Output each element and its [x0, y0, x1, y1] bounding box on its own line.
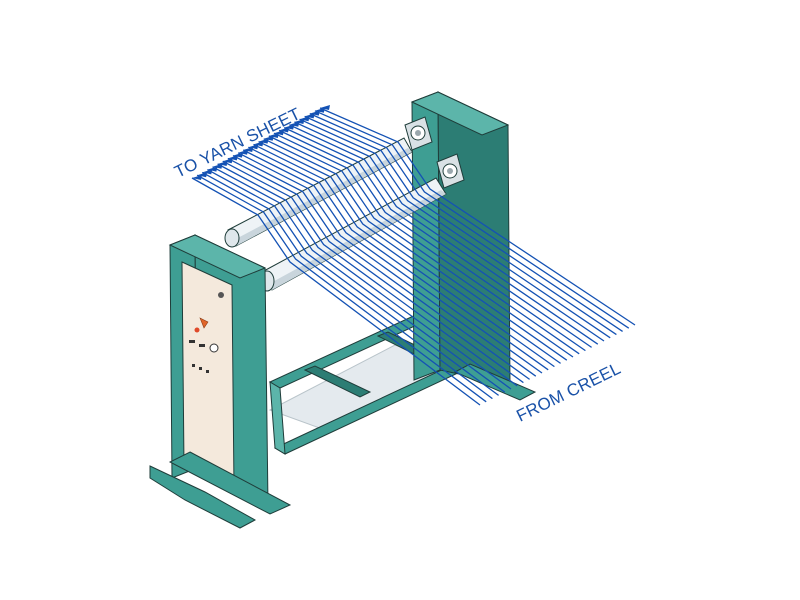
yarn-end	[268, 135, 574, 358]
panel-button-3	[206, 370, 209, 373]
panel-switch-1	[189, 340, 195, 343]
yarn-end	[283, 127, 592, 348]
yarn-ends	[191, 105, 636, 406]
right-upright-top	[410, 91, 510, 136]
yarn-end	[196, 174, 487, 403]
yarn-end	[309, 113, 623, 332]
panel-button-2	[199, 367, 202, 370]
selector-knob-icon	[209, 343, 219, 353]
left-upright	[149, 234, 292, 529]
panel-switch-2	[199, 344, 205, 347]
panel-screw-top	[218, 292, 224, 298]
yarn-end	[258, 141, 561, 364]
base-crossbar-1	[303, 365, 372, 398]
left-upright-top	[168, 234, 267, 279]
yarn-end	[207, 169, 499, 396]
yarn-end	[201, 171, 493, 400]
left-upright-foot-plate	[168, 451, 292, 515]
yarn-end	[263, 138, 568, 361]
base-rail-side	[269, 381, 286, 455]
yarn-end	[253, 143, 555, 368]
yarn-end	[222, 160, 518, 387]
yarn-end	[289, 124, 599, 345]
warning-icon	[199, 317, 209, 329]
indicator-lamp-icon	[194, 327, 200, 333]
yarn-end	[294, 121, 605, 342]
yarn-end	[217, 163, 512, 390]
yarn-end	[314, 110, 630, 329]
yarn-end	[248, 146, 549, 371]
right-upright-foot	[453, 363, 537, 401]
panel-button-1	[192, 364, 195, 367]
upper-bearing	[404, 116, 433, 151]
yarn-end	[319, 107, 636, 326]
yarn-end	[278, 129, 586, 352]
yarn-end	[299, 118, 611, 339]
yarn-end	[191, 177, 481, 406]
yarn-end	[237, 152, 537, 377]
lower-bearing	[436, 153, 465, 189]
yarn-end	[227, 157, 524, 384]
yarn-end	[212, 166, 506, 393]
yarn-arrow-icon	[320, 105, 330, 110]
yarn-end	[232, 155, 530, 380]
yarn-end	[273, 132, 580, 355]
left-upright-foot	[149, 465, 257, 529]
yarn-end	[304, 115, 617, 336]
yarn-end	[242, 149, 543, 374]
